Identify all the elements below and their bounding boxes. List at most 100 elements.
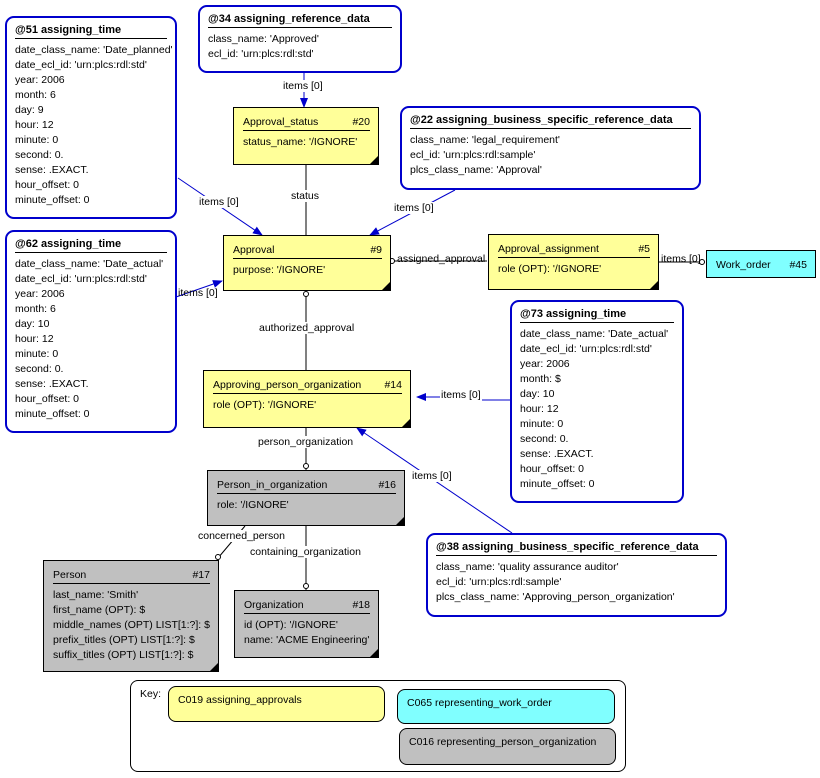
- instance-62-title: @62 assigning_time: [15, 237, 167, 253]
- instance-34-title: @34 assigning_reference_data: [208, 12, 392, 28]
- entity-name: Person: [53, 569, 87, 581]
- instance-attribute: class_name: 'Approved': [208, 33, 319, 45]
- key-title: Key:: [140, 688, 162, 700]
- instance-attribute: year: 2006: [520, 358, 570, 370]
- entity-work-order[interactable]: Work_order #45: [706, 250, 816, 278]
- entity-header: Approval_assignment #5: [498, 242, 650, 258]
- entity-id: #5: [638, 243, 650, 255]
- entity-header: Approval_status #20: [243, 115, 370, 131]
- label-authorized-approval: authorized_approval: [258, 322, 356, 334]
- entity-attribute: name: 'ACME Engineering': [244, 634, 370, 646]
- instance-attribute: date_class_name: 'Date_planned': [15, 44, 173, 56]
- instance-attribute: class_name: 'quality assurance auditor': [436, 561, 619, 573]
- label-assigned-approval: assigned_approval: [397, 253, 486, 265]
- instance-attribute: minute_offset: 0: [15, 194, 90, 206]
- entity-name: Approval: [233, 244, 275, 256]
- entity-person[interactable]: Person #17 last_name: 'Smith' first_name…: [43, 560, 219, 672]
- entity-person-in-organization[interactable]: Person_in_organization #16 role: '/IGNOR…: [207, 470, 405, 526]
- instance-attribute: date_ecl_id: 'urn:plcs:rdl:std': [520, 343, 652, 355]
- instance-attribute: sense: .EXACT.: [15, 164, 89, 176]
- entity-name: Approving_person_organization: [213, 379, 362, 391]
- entity-name: Person_in_organization: [217, 479, 328, 491]
- corner-marker: [396, 517, 404, 525]
- instance-attribute: second: 0.: [15, 363, 64, 375]
- instance-attribute: plcs_class_name: 'Approval': [410, 164, 542, 176]
- instance-38-rows: class_name: 'quality assurance auditor' …: [436, 560, 725, 605]
- entity-approval-assignment[interactable]: Approval_assignment #5 role (OPT): '/IGN…: [488, 234, 659, 290]
- entity-id: #17: [192, 569, 210, 581]
- label-status: status: [290, 190, 321, 202]
- instance-attribute: sense: .EXACT.: [520, 448, 594, 460]
- label-items-73: items [0]: [440, 389, 482, 401]
- entity-name: Work_order: [716, 259, 771, 271]
- instance-attribute: ecl_id: 'urn:plcs:rdl:sample': [436, 576, 562, 588]
- entity-id: #16: [378, 479, 396, 491]
- entity-approval[interactable]: Approval #9 purpose: '/IGNORE': [223, 235, 391, 291]
- entity-organization[interactable]: Organization #18 id (OPT): '/IGNORE' nam…: [234, 590, 379, 658]
- instance-attribute: ecl_id: 'urn:plcs:rdl:std': [208, 48, 314, 60]
- label-items-62: items [0]: [178, 287, 218, 299]
- corner-marker: [370, 156, 378, 164]
- instance-attribute: hour: 12: [15, 333, 54, 345]
- entity-attribute: role (OPT): '/IGNORE': [498, 263, 602, 275]
- instance-attribute: month: 6: [15, 89, 56, 101]
- entity-id: #9: [370, 244, 382, 256]
- instance-22-title: @22 assigning_business_specific_referenc…: [410, 113, 691, 129]
- entity-attribute: last_name: 'Smith': [53, 589, 139, 601]
- instance-attribute: class_name: 'legal_requirement': [410, 134, 560, 146]
- instance-34-assigning-reference-data[interactable]: @34 assigning_reference_data class_name:…: [198, 5, 402, 73]
- corner-marker: [402, 419, 410, 427]
- instance-attribute: minute: 0: [15, 134, 59, 146]
- instance-22-rows: class_name: 'legal_requirement' ecl_id: …: [410, 133, 699, 178]
- instance-attribute: day: 9: [15, 104, 44, 116]
- instance-73-rows: date_class_name: 'Date_actual' date_ecl_…: [520, 327, 682, 492]
- label-items-work-order: items [0]: [661, 253, 701, 265]
- instance-34-rows: class_name: 'Approved' ecl_id: 'urn:plcs…: [208, 32, 400, 62]
- entity-attribute: first_name (OPT): $: [53, 604, 146, 616]
- entity-id: #18: [352, 599, 370, 611]
- instance-attribute: hour: 12: [520, 403, 559, 415]
- instance-attribute: date_ecl_id: 'urn:plcs:rdl:std': [15, 273, 147, 285]
- instance-51-rows: date_class_name: 'Date_planned' date_ecl…: [15, 43, 175, 208]
- entity-header: Person #17: [53, 568, 210, 584]
- label-concerned-person: concerned_person: [197, 530, 286, 542]
- entity-header: Organization #18: [244, 598, 370, 614]
- entity-attribute: role (OPT): '/IGNORE': [213, 399, 317, 411]
- entity-approving-person-organization[interactable]: Approving_person_organization #14 role (…: [203, 370, 411, 428]
- instance-attribute: day: 10: [15, 318, 50, 330]
- key-item-representing-work-order: C065 representing_work_order: [397, 689, 615, 724]
- instance-22-assigning-business-specific-reference-data[interactable]: @22 assigning_business_specific_referenc…: [400, 106, 701, 190]
- instance-attribute: month: $: [520, 373, 561, 385]
- instance-51-title: @51 assigning_time: [15, 23, 167, 39]
- key-item-representing-person-organization: C016 representing_person_organization: [399, 728, 616, 765]
- instance-73-title: @73 assigning_time: [520, 307, 674, 323]
- entity-header: Approval #9: [233, 243, 382, 259]
- instance-attribute: date_class_name: 'Date_actual': [15, 258, 164, 270]
- instance-attribute: date_class_name: 'Date_actual': [520, 328, 669, 340]
- instance-attribute: sense: .EXACT.: [15, 378, 89, 390]
- entity-attribute: suffix_titles (OPT) LIST[1:?]: $: [53, 649, 194, 661]
- instance-attribute: hour_offset: 0: [15, 179, 80, 191]
- label-items-22: items [0]: [393, 202, 435, 214]
- instance-51-assigning-time[interactable]: @51 assigning_time date_class_name: 'Dat…: [5, 16, 177, 219]
- label-containing-organization: containing_organization: [249, 546, 362, 558]
- entity-attribute: middle_names (OPT) LIST[1:?]: $: [53, 619, 210, 631]
- instance-attribute: hour_offset: 0: [15, 393, 80, 405]
- instance-38-assigning-business-specific-reference-data[interactable]: @38 assigning_business_specific_referenc…: [426, 533, 727, 617]
- corner-marker: [382, 282, 390, 290]
- instance-62-assigning-time[interactable]: @62 assigning_time date_class_name: 'Dat…: [5, 230, 177, 433]
- corner-marker: [210, 663, 218, 671]
- entity-header: Work_order #45: [716, 258, 807, 273]
- instance-attribute: ecl_id: 'urn:plcs:rdl:sample': [410, 149, 536, 161]
- link-62-approval: [175, 280, 223, 298]
- instance-73-assigning-time[interactable]: @73 assigning_time date_class_name: 'Dat…: [510, 300, 684, 503]
- entity-attribute: prefix_titles (OPT) LIST[1:?]: $: [53, 634, 195, 646]
- instance-attribute: day: 10: [520, 388, 555, 400]
- instance-62-rows: date_class_name: 'Date_actual' date_ecl_…: [15, 257, 175, 422]
- entity-name: Organization: [244, 599, 304, 611]
- label-person-organization: person_organization: [257, 436, 355, 448]
- instance-attribute: hour: 12: [15, 119, 54, 131]
- entity-attribute: role: '/IGNORE': [217, 499, 289, 511]
- entity-header: Approving_person_organization #14: [213, 378, 402, 394]
- entity-approval-status[interactable]: Approval_status #20 status_name: '/IGNOR…: [233, 107, 379, 165]
